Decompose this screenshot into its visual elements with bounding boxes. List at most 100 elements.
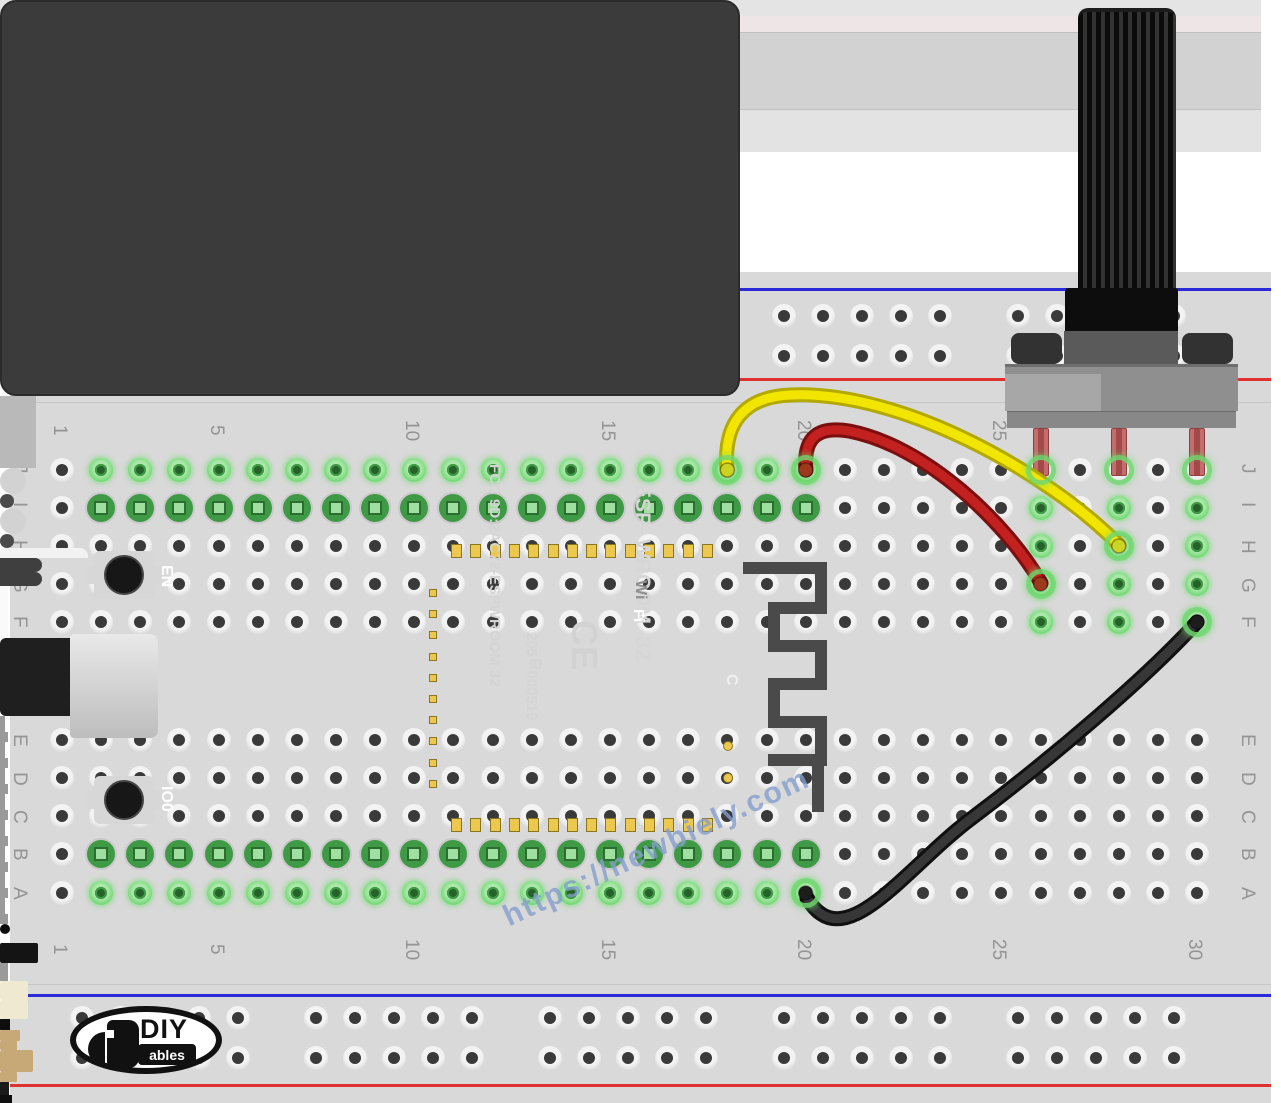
breadboard-hole <box>323 610 348 634</box>
chip-pin <box>0 841 8 846</box>
breadboard-hole <box>206 804 231 828</box>
module-pin <box>605 818 617 832</box>
chip-pin <box>0 898 5 906</box>
usb-mount-ear-hole <box>0 534 14 548</box>
smd-component <box>0 943 38 963</box>
gold-castellation <box>429 779 437 788</box>
breadboard-hole <box>832 610 857 634</box>
breadboard-hole <box>480 572 505 596</box>
usb-slot <box>0 558 42 572</box>
breadboard-hole-connected <box>363 458 388 482</box>
black-wire <box>799 614 1205 927</box>
pin1-dot-marker <box>0 934 9 943</box>
rail-hole <box>772 344 796 368</box>
module-pin <box>682 818 694 832</box>
connection-glow-ring <box>1103 455 1134 485</box>
rail-hole <box>850 304 874 328</box>
breadboard-hole <box>871 842 896 866</box>
chip-pin <box>0 888 8 893</box>
breadboard-hole <box>50 804 74 828</box>
chip-pin <box>0 802 5 810</box>
chip-pin <box>0 914 8 919</box>
breadboard-hole <box>1185 804 1210 828</box>
breadboard-hole <box>715 534 740 558</box>
io0-button-cap <box>104 780 144 820</box>
breadboard-hole-connected <box>1185 534 1210 558</box>
rail-hole <box>1045 1006 1069 1030</box>
gold-castellation <box>429 695 437 703</box>
esp32-header-pin <box>202 838 235 870</box>
breadboard-hole <box>950 766 975 790</box>
breadboard-hole-connected <box>480 458 505 482</box>
rail-hole <box>772 1046 796 1070</box>
breadboard-hole <box>1106 804 1131 828</box>
rail-hole <box>694 1046 718 1070</box>
chip-pin <box>0 815 8 820</box>
breadboard-hole <box>284 728 309 752</box>
breadboard-hole <box>245 610 270 634</box>
chip-pin <box>0 732 8 737</box>
breadboard-hole <box>284 534 309 558</box>
module-pin <box>528 818 540 832</box>
breadboard-hole <box>911 804 936 828</box>
breadboard-hole <box>1145 458 1170 482</box>
chip-pin <box>0 768 5 776</box>
breadboard-hole <box>519 804 544 828</box>
breadboard-hole <box>1145 496 1170 520</box>
esp32-header-pin <box>319 492 352 524</box>
chip-pin <box>0 836 8 841</box>
module-pin <box>547 544 559 558</box>
breadboard-hole <box>167 534 192 558</box>
breadboard-hole <box>871 458 896 482</box>
breadboard-hole-connected <box>1028 610 1053 634</box>
module-pin <box>644 544 655 558</box>
breadboard-hole-connected <box>441 881 466 905</box>
seam-line <box>10 984 1271 985</box>
breadboard-hole <box>402 728 427 752</box>
breadboard-hole <box>50 610 74 634</box>
breadboard-hole <box>989 842 1014 866</box>
breadboard-hole <box>1067 534 1092 558</box>
rail-hole <box>811 344 835 368</box>
antenna-feed-dot <box>723 773 733 783</box>
breadboard-hole <box>793 610 818 634</box>
esp32-header-pin <box>633 492 666 524</box>
esp32-header-pin <box>437 492 470 524</box>
rail-hole <box>772 304 796 328</box>
breadboard-hole <box>793 728 818 752</box>
smd-component <box>0 1082 9 1095</box>
esp32-header-pin <box>359 492 392 524</box>
breadboard-hole <box>832 804 857 828</box>
esp32-header-pin <box>515 492 548 524</box>
esp32-header-pin <box>398 838 431 870</box>
usb-mount-ear-hole <box>0 494 14 508</box>
micro-usb-connector <box>70 634 158 738</box>
esp32-header-pin <box>124 838 157 870</box>
breadboard-hole <box>558 572 583 596</box>
rail-hole <box>889 304 913 328</box>
breadboard-hole <box>754 804 779 828</box>
usb-highlight <box>0 548 88 558</box>
breadboard-hole <box>1028 842 1053 866</box>
io0-button-tab <box>87 791 95 809</box>
rail-hole <box>577 1006 601 1030</box>
esp32-header-pin <box>711 492 744 524</box>
rail-hole <box>421 1006 445 1030</box>
breadboard-hole-connected <box>402 458 427 482</box>
module-pin <box>701 544 713 558</box>
breadboard-hole <box>1067 804 1092 828</box>
breadboard-hole-connected <box>167 881 192 905</box>
gold-castellation <box>429 631 437 640</box>
gold-castellation <box>429 673 437 682</box>
breadboard-hole <box>363 610 388 634</box>
breadboard-hole <box>597 610 622 634</box>
breadboard-hole <box>50 572 74 596</box>
esp32-header-pin <box>437 838 470 870</box>
mount-marker <box>0 432 36 468</box>
chip-pin <box>0 906 5 914</box>
module-pin <box>489 818 501 832</box>
esp32-header-pin <box>750 492 783 524</box>
rail-hole <box>928 1006 952 1030</box>
esp32-header-pin <box>163 492 196 524</box>
